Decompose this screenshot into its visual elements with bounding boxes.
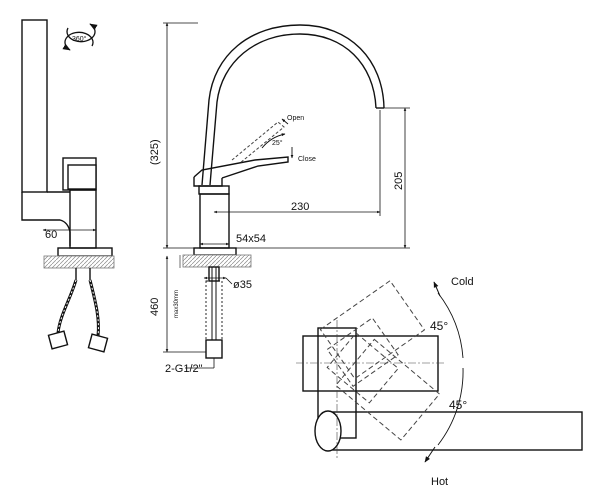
hot-arrow (424, 446, 436, 463)
front-view (182, 24, 385, 359)
front-body (199, 193, 230, 249)
cold-label: Cold (451, 276, 474, 288)
side-base-plate (57, 247, 113, 257)
rotation-label: 360° (72, 35, 87, 43)
front-countertop (182, 254, 252, 268)
top-view (296, 280, 583, 463)
cold-angle-label: 45° (430, 319, 448, 333)
top-handle-cold-ghost (319, 280, 426, 388)
top-spout-arm (324, 411, 583, 451)
side-hose-hot (88, 279, 100, 337)
dim-thread-label: 2-G1/2" (165, 363, 203, 375)
dim-hose-length-label: 460 (149, 298, 161, 316)
side-spout-tube (21, 19, 48, 193)
front-spout-inner (209, 33, 377, 186)
dim-height-total-label: (325) (149, 139, 161, 165)
cold-arc (437, 292, 464, 359)
side-countertop (43, 255, 115, 269)
rotation-arrow-icon (62, 23, 98, 51)
lever-open-label: Open (287, 115, 304, 122)
side-view (21, 19, 115, 353)
side-body (69, 189, 97, 249)
front-lever (193, 156, 289, 179)
top-body-outline (302, 335, 439, 392)
top-spout-base (314, 410, 342, 452)
hot-arc (437, 367, 464, 446)
front-hose-nut (205, 339, 223, 359)
dim-max-thickness-label: max30mm (174, 290, 180, 318)
side-hose-nut-cold (47, 330, 69, 350)
dim-spout-height-label: 205 (393, 172, 405, 190)
dim-base-label: 54x54 (236, 233, 266, 245)
side-offset-label: 60 (45, 229, 57, 241)
lever-open-ghost (231, 121, 285, 164)
front-base-plate (193, 247, 237, 256)
hot-label: Hot (431, 476, 448, 488)
dim-hole-label: ø35 (233, 279, 252, 291)
hot-angle-label: 45° (449, 398, 467, 412)
side-hose-nut-hot (87, 333, 109, 353)
dim-reach-label: 230 (291, 201, 309, 213)
front-lever-collar (198, 185, 230, 195)
lever-angle-label: 25° (272, 139, 283, 147)
top-handle-hot-ghost (326, 332, 441, 441)
front-spout-outer (201, 24, 385, 186)
lever-close-label: Close (298, 156, 316, 163)
cold-arrow (433, 281, 441, 297)
front-dimensions (163, 22, 410, 369)
